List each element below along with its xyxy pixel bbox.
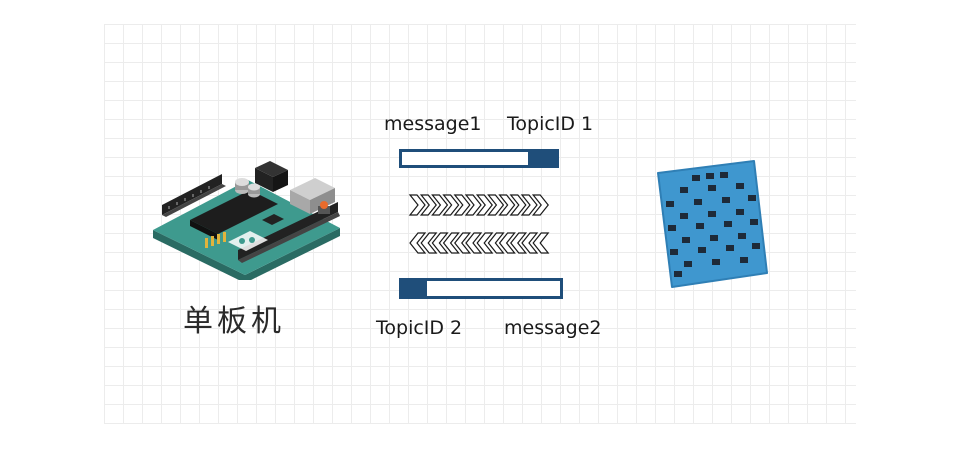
sensor-cell xyxy=(666,201,674,207)
sensor-cell xyxy=(726,245,734,251)
chevron-left-icon xyxy=(465,232,483,254)
sensor-cell xyxy=(750,219,758,225)
top-message-bar xyxy=(399,149,559,168)
sensor-cell xyxy=(752,243,760,249)
sensor-cell xyxy=(696,223,704,229)
chevron-left-icon xyxy=(498,232,516,254)
chevron-left-icon xyxy=(510,232,528,254)
chevron-left-icon xyxy=(409,232,427,254)
sensor-cell xyxy=(684,261,692,267)
chevron-right-icon xyxy=(475,194,493,216)
sensor-cell xyxy=(740,257,748,263)
board-label: 单板机 xyxy=(183,304,285,339)
chevron-right-icon xyxy=(453,194,471,216)
bottom-message-bar xyxy=(399,278,563,299)
sensor-cell xyxy=(708,185,716,191)
sensor-cell xyxy=(736,209,744,215)
chevron-right-icon xyxy=(431,194,449,216)
chevron-left-icon xyxy=(454,232,472,254)
chevron-left-icon xyxy=(532,232,550,254)
sensor-cell xyxy=(722,197,730,203)
chevron-left-icon xyxy=(420,232,438,254)
sensor-cell xyxy=(724,221,732,227)
left-arrows-icon xyxy=(409,232,550,254)
right-arrows-icon xyxy=(408,194,549,216)
top-bar-fill xyxy=(528,152,556,165)
chevron-right-icon xyxy=(520,194,538,216)
sensor-cell xyxy=(720,172,728,178)
chevron-left-icon xyxy=(476,232,494,254)
chevron-right-icon xyxy=(531,194,549,216)
chevron-right-icon xyxy=(498,194,516,216)
message1-label: message1 xyxy=(384,113,482,135)
chevron-left-icon xyxy=(431,232,449,254)
chevron-right-icon xyxy=(487,194,505,216)
bottom-bar-fill xyxy=(402,281,428,296)
topic1-label: TopicID 1 xyxy=(507,113,594,135)
chevron-left-icon xyxy=(442,232,460,254)
sensor-cell xyxy=(698,247,706,253)
chevron-left-icon xyxy=(521,232,539,254)
sensor-cell xyxy=(736,183,744,189)
single-board-computer-icon xyxy=(153,161,340,280)
sensor-cell xyxy=(708,211,716,217)
chevron-right-icon xyxy=(509,194,527,216)
sensor-cell xyxy=(668,225,676,231)
sensor-cell xyxy=(738,233,746,239)
sensor-cell xyxy=(694,199,702,205)
sensor-module-icon xyxy=(657,160,768,288)
sensor-cell xyxy=(670,249,678,255)
sensor-cell xyxy=(674,271,682,277)
topic2-label: TopicID 2 xyxy=(376,317,463,339)
chevron-left-icon xyxy=(487,232,505,254)
chevron-right-icon xyxy=(442,194,460,216)
sensor-cell xyxy=(706,173,714,179)
chevron-right-icon xyxy=(408,194,426,216)
message2-label: message2 xyxy=(504,317,602,339)
sensor-cell xyxy=(682,237,690,243)
chevron-right-icon xyxy=(464,194,482,216)
sensor-cell xyxy=(680,213,688,219)
chevron-right-icon xyxy=(419,194,437,216)
sensor-cell xyxy=(710,235,718,241)
sensor-cell xyxy=(692,175,700,181)
sensor-cell xyxy=(748,195,756,201)
sensor-cell xyxy=(712,259,720,265)
sensor-cell xyxy=(680,187,688,193)
